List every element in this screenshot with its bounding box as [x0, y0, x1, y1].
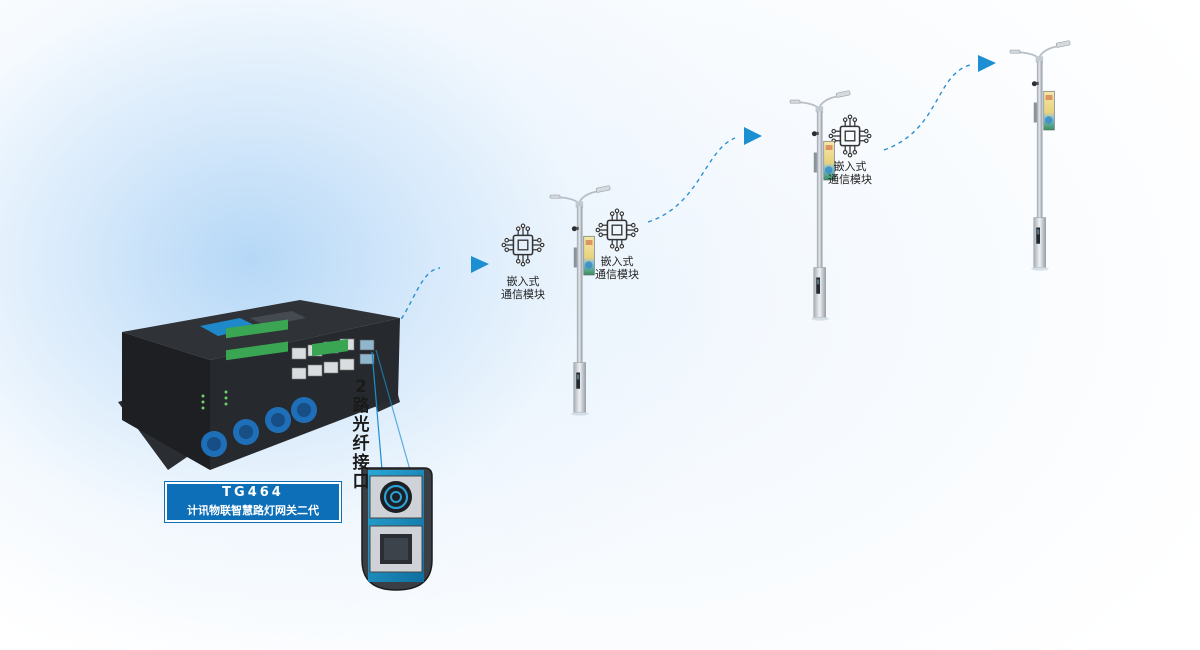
product-name: 计讯物联智慧路灯网关二代: [187, 504, 319, 517]
chip-circuit-icon: [501, 223, 545, 267]
fiber-interface-label: 2路光纤接口: [352, 377, 370, 492]
module-label: 嵌入式 通信模块: [582, 255, 652, 281]
module-label-line2: 通信模块: [595, 268, 639, 281]
link-gateway-to-pole1: [372, 267, 441, 347]
fiber-interface-zoom: [361, 349, 433, 591]
module-label: 嵌入式 通信模块: [815, 160, 885, 186]
product-badge: TG464 计讯物联智慧路灯网关二代: [165, 482, 341, 522]
arrow-right-icon: [471, 256, 489, 273]
module-label-line1: 嵌入式: [833, 160, 867, 173]
module-label-line2: 通信模块: [501, 288, 545, 301]
arrow-right-icon: [978, 55, 996, 72]
link-pole1-to-pole2: [647, 137, 736, 223]
chip-circuit-icon: [828, 114, 872, 158]
module-label-line1: 嵌入式: [506, 275, 540, 288]
smart-street-light: [548, 185, 612, 418]
link-pole2-to-pole3: [883, 64, 971, 151]
arrow-right-icon: [744, 127, 762, 145]
chip-circuit-icon: [595, 208, 639, 252]
smart-street-light: [1008, 40, 1072, 273]
product-model: TG464: [222, 485, 284, 500]
smart-street-light: [788, 90, 852, 323]
module-label-line1: 嵌入式: [600, 255, 634, 268]
gateway-device: [118, 300, 400, 470]
module-label-line2: 通信模块: [828, 173, 872, 186]
module-label: 嵌入式 通信模块: [488, 275, 558, 301]
